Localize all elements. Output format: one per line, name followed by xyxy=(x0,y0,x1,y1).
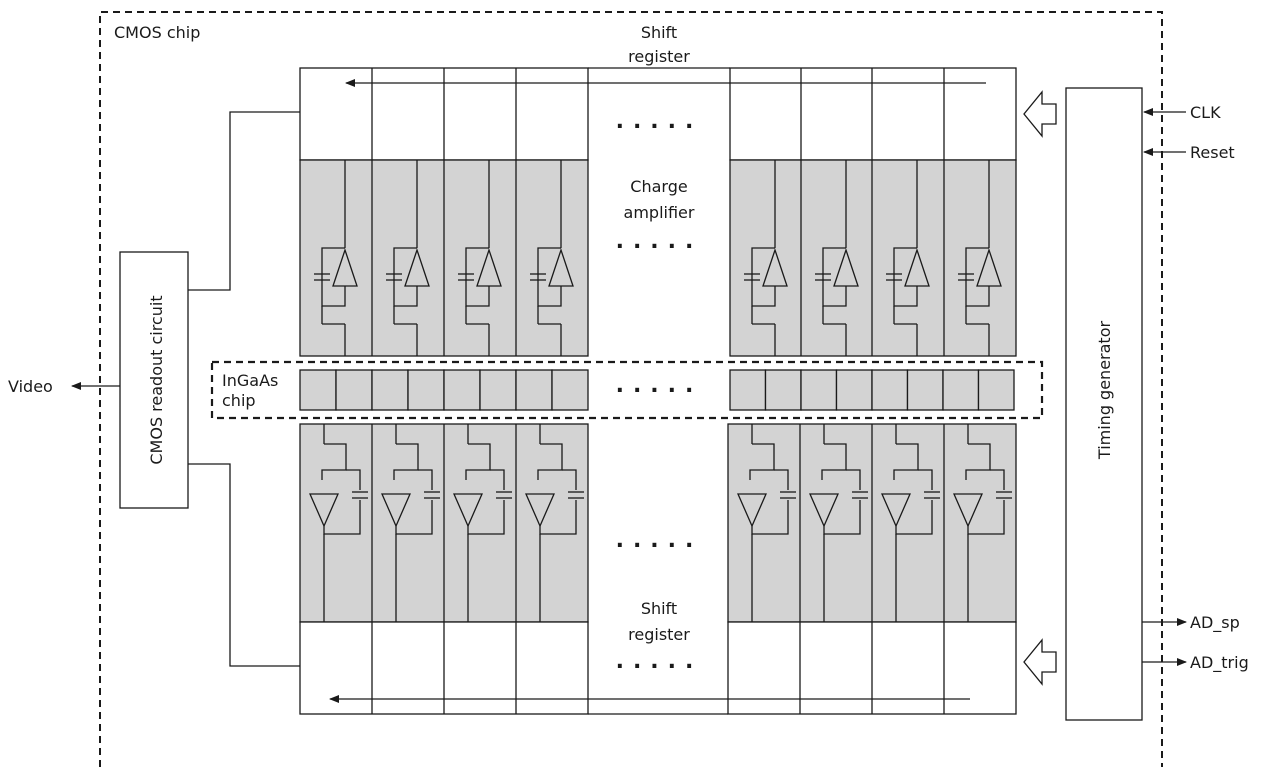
charge-amplifier-cell xyxy=(815,160,859,356)
ingaas-pixel xyxy=(515,369,553,411)
bottom-amplifier-cell xyxy=(809,424,868,622)
ingaas-pixel xyxy=(479,369,517,411)
ingaas-pixel xyxy=(800,369,838,411)
ingaas-chip-label-1: InGaAs xyxy=(222,371,278,390)
top-ellipsis: ..... xyxy=(616,109,703,134)
bottom-amplifier-array xyxy=(299,423,1017,623)
ingaas-pixel xyxy=(835,369,873,411)
ingaas-chip-label-2: chip xyxy=(222,391,256,410)
ingaas-pixel xyxy=(371,369,409,411)
cmos-chip-boundary xyxy=(99,11,1163,767)
ingaas-pixel xyxy=(871,369,909,411)
charge-amplifier-cell xyxy=(458,160,502,356)
ingaas-pixel xyxy=(942,369,980,411)
bottom-shift-register-label-2: register xyxy=(628,625,690,644)
bottom-amp-ellipsis: ..... xyxy=(616,528,703,553)
bottom-hollow-arrow xyxy=(1023,638,1057,686)
charge-amplifier-array xyxy=(299,159,1017,357)
timing-generator-box xyxy=(1065,87,1143,721)
ingaas-pixel xyxy=(977,369,1015,411)
bottom-shift-register xyxy=(299,621,1017,715)
ingaas-pixel xyxy=(764,369,802,411)
top-hollow-arrow xyxy=(1023,90,1057,138)
ingaas-ellipsis: ..... xyxy=(616,373,703,398)
ingaas-pixel xyxy=(407,369,445,411)
reset-label: Reset xyxy=(1190,143,1235,162)
top-shift-register-label-2: register xyxy=(628,47,690,66)
clk-label: CLK xyxy=(1190,103,1221,122)
bottom-amplifier-cell xyxy=(737,424,796,622)
ingaas-chip xyxy=(210,360,1044,420)
readout-bottom-connection xyxy=(188,463,300,667)
charge-amplifier-cell xyxy=(530,160,574,356)
charge-amplifier-cell xyxy=(886,160,930,356)
top-shift-register-label-1: Shift xyxy=(641,23,677,42)
ingaas-pixel xyxy=(299,369,337,411)
video-label: Video xyxy=(8,377,53,396)
ingaas-pixel xyxy=(729,369,767,411)
ingaas-pixel xyxy=(443,369,481,411)
amplifier-ellipsis: ..... xyxy=(616,229,703,254)
bottom-amplifier-cell xyxy=(309,424,368,622)
bottom-shift-register-label-1: Shift xyxy=(641,599,677,618)
ad-trig-label: AD_trig xyxy=(1190,653,1249,673)
charge-amplifier-cell xyxy=(958,160,1002,356)
readout-top-connection xyxy=(188,111,300,291)
timing-generator-label: Timing generator xyxy=(1095,321,1114,461)
ingaas-pixel xyxy=(335,369,373,411)
bottom-amplifier-cell xyxy=(953,424,1012,622)
cmos-chip-label: CMOS chip xyxy=(114,23,200,42)
charge-amplifier-cell xyxy=(386,160,430,356)
cmos-readout-circuit-box xyxy=(119,251,189,509)
bottom-amplifier-cell xyxy=(525,424,584,622)
cmos-readout-circuit-label: CMOS readout circuit xyxy=(147,295,166,464)
charge-amplifier-label-1: Charge xyxy=(630,177,687,196)
ad-sp-label: AD_sp xyxy=(1190,613,1240,633)
bottom-amplifier-cell xyxy=(453,424,512,622)
charge-amplifier-label-2: amplifier xyxy=(624,203,695,222)
bottom-amplifier-cell xyxy=(381,424,440,622)
ingaas-pixel xyxy=(551,369,589,411)
bottom-shift-ellipsis: ..... xyxy=(616,649,703,674)
bottom-amplifier-cell xyxy=(881,424,940,622)
charge-amplifier-cell xyxy=(744,160,788,356)
charge-amplifier-cell xyxy=(314,160,358,356)
top-shift-register xyxy=(299,67,1017,161)
ingaas-pixel xyxy=(906,369,944,411)
